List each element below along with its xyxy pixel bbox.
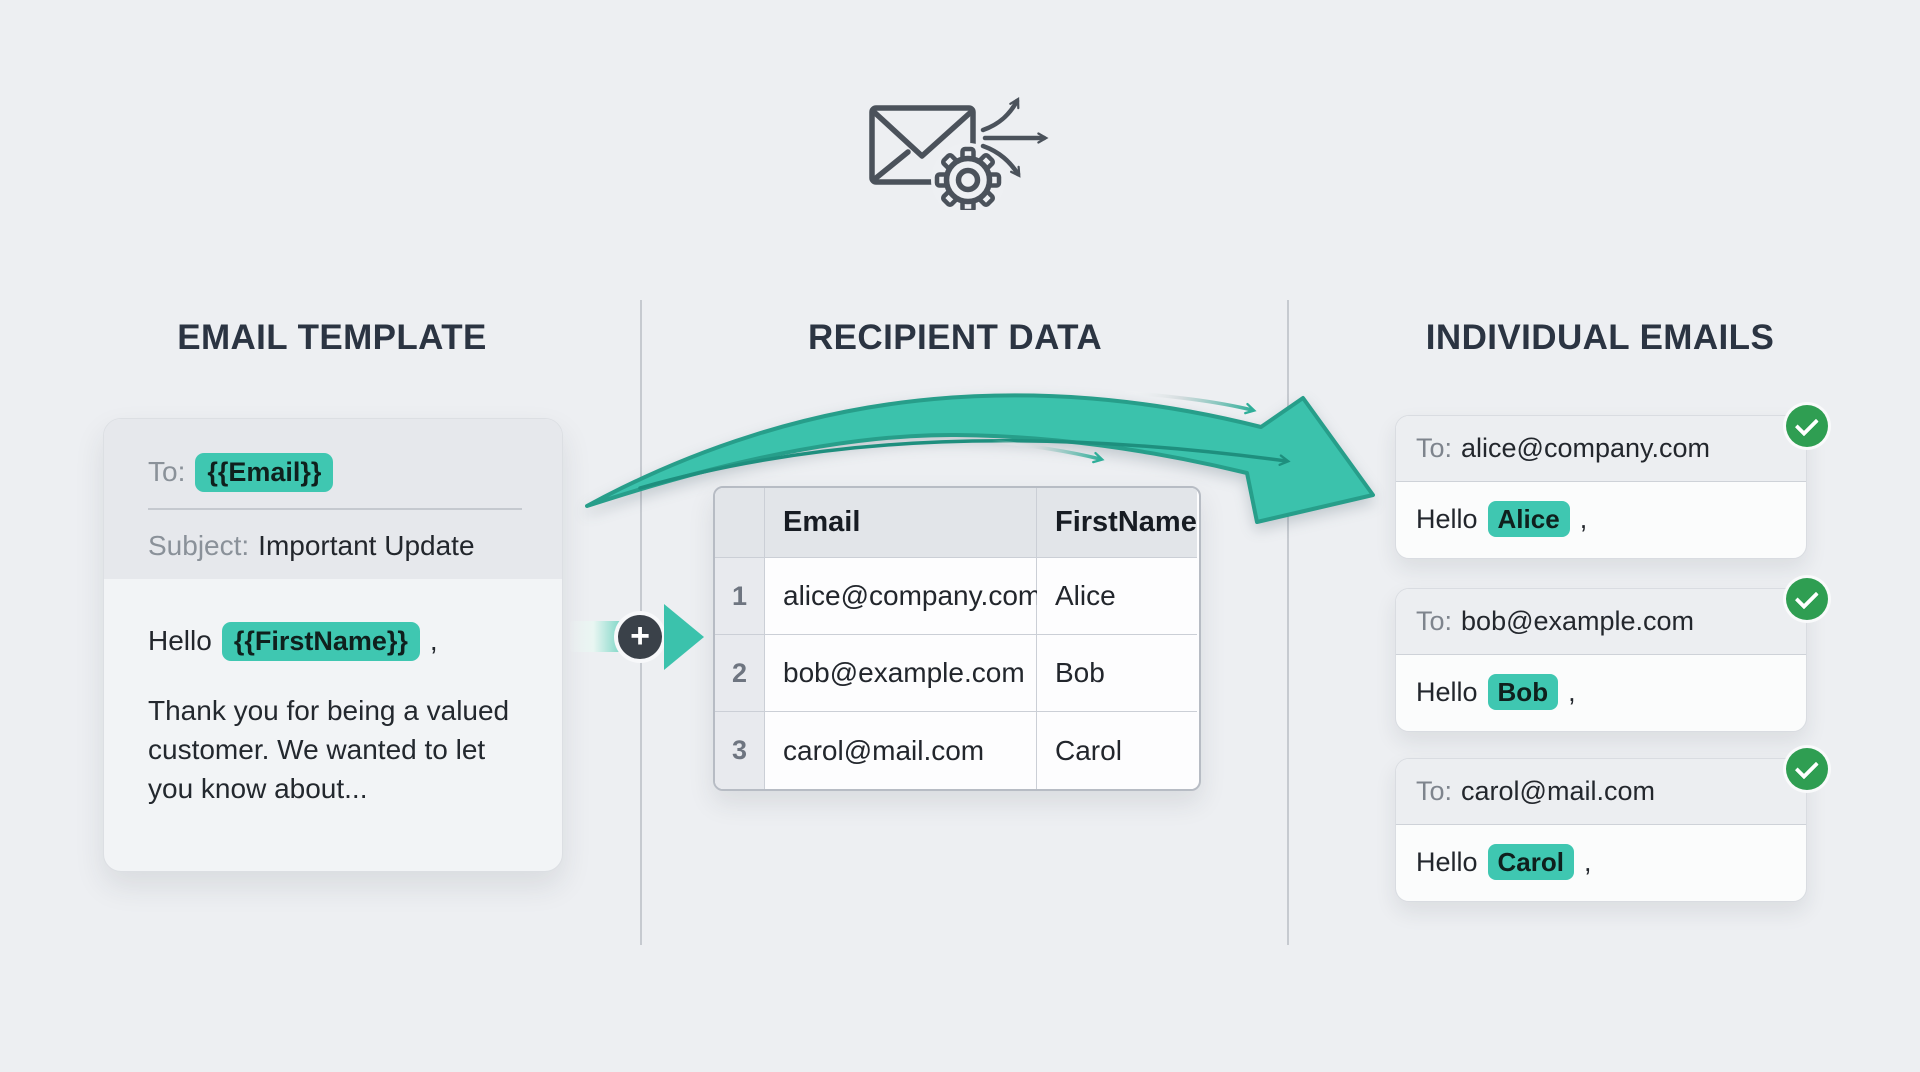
- table-cell-email: bob@example.com: [765, 635, 1037, 712]
- column-title-individual-emails: INDIVIDUAL EMAILS: [1425, 318, 1775, 357]
- greeting-prefix: Hello: [1416, 503, 1478, 534]
- firstname-variable-chip: {{FirstName}}: [221, 621, 420, 661]
- table-corner-cell: [715, 488, 765, 558]
- header-divider-line: [148, 508, 522, 510]
- check-icon: [1786, 748, 1828, 790]
- swoosh-inner-arrow: [638, 438, 1291, 490]
- gear-icon: [931, 143, 1005, 210]
- column-title-recipient-data: RECIPIENT DATA: [807, 318, 1103, 357]
- email-card-header: To: bob@example.com: [1396, 589, 1806, 655]
- check-mark: [1794, 411, 1819, 436]
- template-body-text: Thank you for being a valued customer. W…: [148, 691, 509, 808]
- body-line: customer. We wanted to let: [148, 734, 486, 765]
- plus-sign: +: [630, 616, 650, 655]
- fan-out-arrows-icon: [980, 97, 1049, 178]
- template-card-header: To: {{Email}} Subject: Important Update: [104, 419, 562, 579]
- check-mark: [1794, 584, 1819, 609]
- table-cell-firstname: Carol: [1037, 712, 1197, 789]
- merged-name-chip: Alice: [1487, 501, 1570, 537]
- column-divider: [1287, 300, 1289, 945]
- subject-value: Important Update: [258, 530, 475, 561]
- greeting-prefix: Hello: [1416, 676, 1478, 707]
- to-label: To:: [1416, 606, 1453, 636]
- table-cell-firstname: Alice: [1037, 558, 1197, 635]
- to-address: carol@mail.com: [1461, 776, 1655, 806]
- to-label: To:: [1416, 776, 1453, 806]
- greeting-comma: ,: [1584, 846, 1592, 877]
- to-address: alice@company.com: [1461, 433, 1711, 463]
- row-number: 2: [715, 635, 765, 712]
- merged-name-chip: Carol: [1487, 844, 1574, 880]
- greeting-comma: ,: [1568, 676, 1576, 707]
- body-line: Thank you for being a valued: [148, 695, 510, 726]
- check-icon: [1786, 405, 1828, 447]
- to-label: To:: [1416, 433, 1453, 463]
- email-card-header: To: carol@mail.com: [1396, 759, 1806, 825]
- plus-icon: +: [618, 615, 662, 659]
- small-motion-arrow-bottom: [990, 439, 1105, 464]
- merge-arrowhead-icon: [664, 604, 704, 670]
- email-card-body: Hello Bob ,: [1396, 655, 1806, 729]
- recipient-data-table: Email FirstName 1 alice@company.com Alic…: [713, 486, 1201, 791]
- to-address: bob@example.com: [1461, 606, 1695, 636]
- body-line: you know about...: [148, 773, 368, 804]
- template-subject-row: Subject: Important Update: [148, 522, 475, 570]
- template-to-row: To: {{Email}}: [148, 448, 334, 496]
- table-cell-email: alice@company.com: [765, 558, 1041, 635]
- table-cell-email: carol@mail.com: [765, 712, 1037, 789]
- merge-gradient-bar: [570, 621, 622, 652]
- email-card-body: Hello Alice ,: [1396, 482, 1806, 556]
- greeting-comma: ,: [1579, 503, 1588, 534]
- greeting-prefix: Hello: [148, 625, 212, 656]
- row-number: 3: [715, 712, 765, 789]
- output-email-card: To: alice@company.com Hello Alice ,: [1395, 405, 1828, 559]
- small-motion-arrow-top: [1120, 390, 1257, 415]
- template-greeting-row: Hello {{FirstName}} ,: [148, 615, 438, 667]
- merged-name-chip: Bob: [1487, 674, 1559, 710]
- table-header-email: Email: [765, 488, 1037, 558]
- email-card-header: To: alice@company.com: [1396, 416, 1806, 482]
- output-email-card: To: carol@mail.com Hello Carol ,: [1395, 748, 1828, 902]
- to-label: To:: [148, 456, 186, 487]
- row-number: 1: [715, 558, 765, 635]
- greeting-prefix: Hello: [1416, 846, 1478, 877]
- email-card-body: Hello Carol ,: [1396, 825, 1806, 899]
- output-email-card: To: bob@example.com Hello Bob ,: [1395, 578, 1828, 732]
- check-icon: [1786, 578, 1828, 620]
- table-cell-firstname: Bob: [1037, 635, 1197, 712]
- subject-label: Subject:: [148, 530, 250, 561]
- email-variable-chip: {{Email}}: [195, 452, 334, 492]
- table-header-firstname: FirstName: [1037, 488, 1197, 558]
- email-template-card: To: {{Email}} Subject: Important Update …: [103, 418, 563, 872]
- mail-merge-icon: [869, 97, 1049, 210]
- greeting-comma: ,: [429, 625, 438, 656]
- check-mark: [1794, 754, 1819, 779]
- column-title-email-template: EMAIL TEMPLATE: [177, 318, 487, 357]
